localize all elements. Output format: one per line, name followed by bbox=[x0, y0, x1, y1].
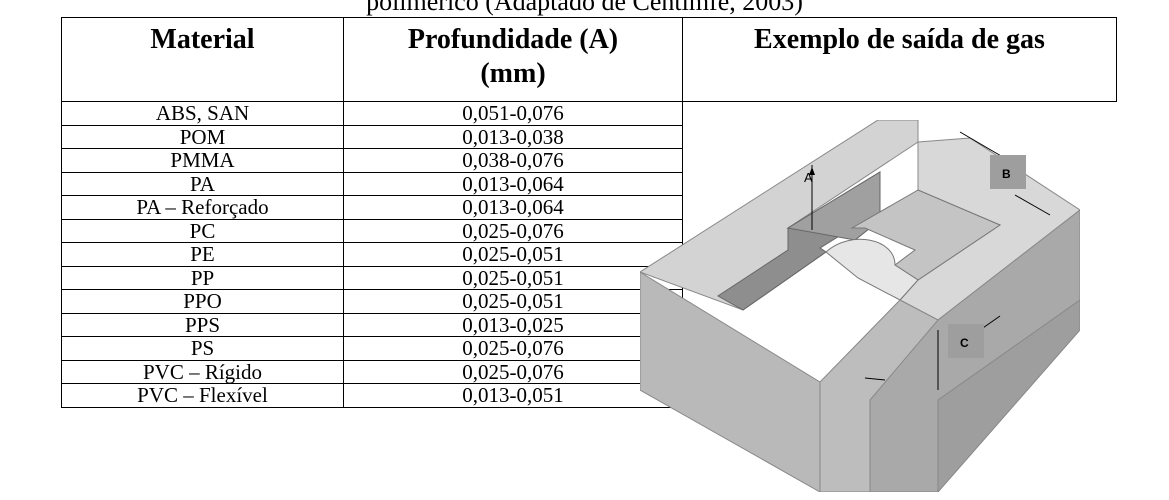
material-cell: PVC – Rígido bbox=[61, 359, 344, 384]
header-depth-line1: Profundidade (A) bbox=[407, 24, 619, 55]
figure-right-side-face bbox=[937, 299, 1080, 492]
label-b: B bbox=[1002, 167, 1011, 181]
depth-cell: 0,013-0,038 bbox=[343, 124, 683, 149]
label-c: C bbox=[960, 336, 969, 350]
material-cell: PE bbox=[61, 242, 344, 267]
material-cell: PA bbox=[61, 171, 344, 196]
material-cell: PC bbox=[61, 218, 344, 243]
depth-cell: 0,025-0,076 bbox=[343, 336, 683, 361]
depth-cell: 0,038-0,076 bbox=[343, 148, 683, 173]
material-cell: POM bbox=[61, 124, 344, 149]
label-b-box bbox=[990, 155, 1026, 189]
depth-cell: 0,025-0,076 bbox=[343, 218, 683, 243]
header-depth-line2: (mm) bbox=[480, 58, 546, 89]
header-material: Material bbox=[61, 17, 344, 102]
dim-c-line-3 bbox=[864, 377, 886, 381]
depth-cell: 0,013-0,051 bbox=[343, 383, 683, 408]
material-cell: PA – Reforçado bbox=[61, 195, 344, 220]
figure-cylinder bbox=[825, 238, 919, 301]
depth-cell: 0,025-0,076 bbox=[343, 359, 683, 384]
header-material-label: Material bbox=[150, 24, 255, 55]
material-cell: PP bbox=[61, 265, 344, 290]
material-cell: PPO bbox=[61, 289, 344, 314]
header-example: Exemplo de saída de gas bbox=[682, 17, 1117, 102]
depth-cell: 0,013-0,064 bbox=[343, 171, 683, 196]
depth-cell: 0,013-0,064 bbox=[343, 195, 683, 220]
material-cell: PMMA bbox=[61, 148, 344, 173]
depth-cell: 0,025-0,051 bbox=[343, 289, 683, 314]
depth-cell: 0,025-0,051 bbox=[343, 242, 683, 267]
material-cell: PVC – Flexível bbox=[61, 383, 344, 408]
figure-front-left-face bbox=[640, 271, 821, 492]
label-c-box bbox=[948, 324, 984, 358]
material-cell: PPS bbox=[61, 312, 344, 337]
gas-vent-figure: A B C bbox=[640, 120, 1080, 492]
header-example-label: Exemplo de saída de gas bbox=[754, 24, 1045, 55]
dim-b-line-2 bbox=[1014, 194, 1051, 216]
table-header-row: Material Profundidade (A) (mm) Exemplo d… bbox=[61, 17, 1117, 102]
header-depth: Profundidade (A) (mm) bbox=[343, 17, 683, 102]
dim-a-arrow bbox=[809, 167, 815, 175]
depth-cell: 0,013-0,025 bbox=[343, 312, 683, 337]
material-cell: PS bbox=[61, 336, 344, 361]
table-caption: polimérico (Adaptado de Centimfe, 2003) bbox=[366, 0, 803, 16]
depth-cell: 0,051-0,076 bbox=[343, 101, 683, 126]
material-cell: ABS, SAN bbox=[61, 101, 344, 126]
label-a: A bbox=[804, 170, 813, 185]
depth-cell: 0,025-0,051 bbox=[343, 265, 683, 290]
